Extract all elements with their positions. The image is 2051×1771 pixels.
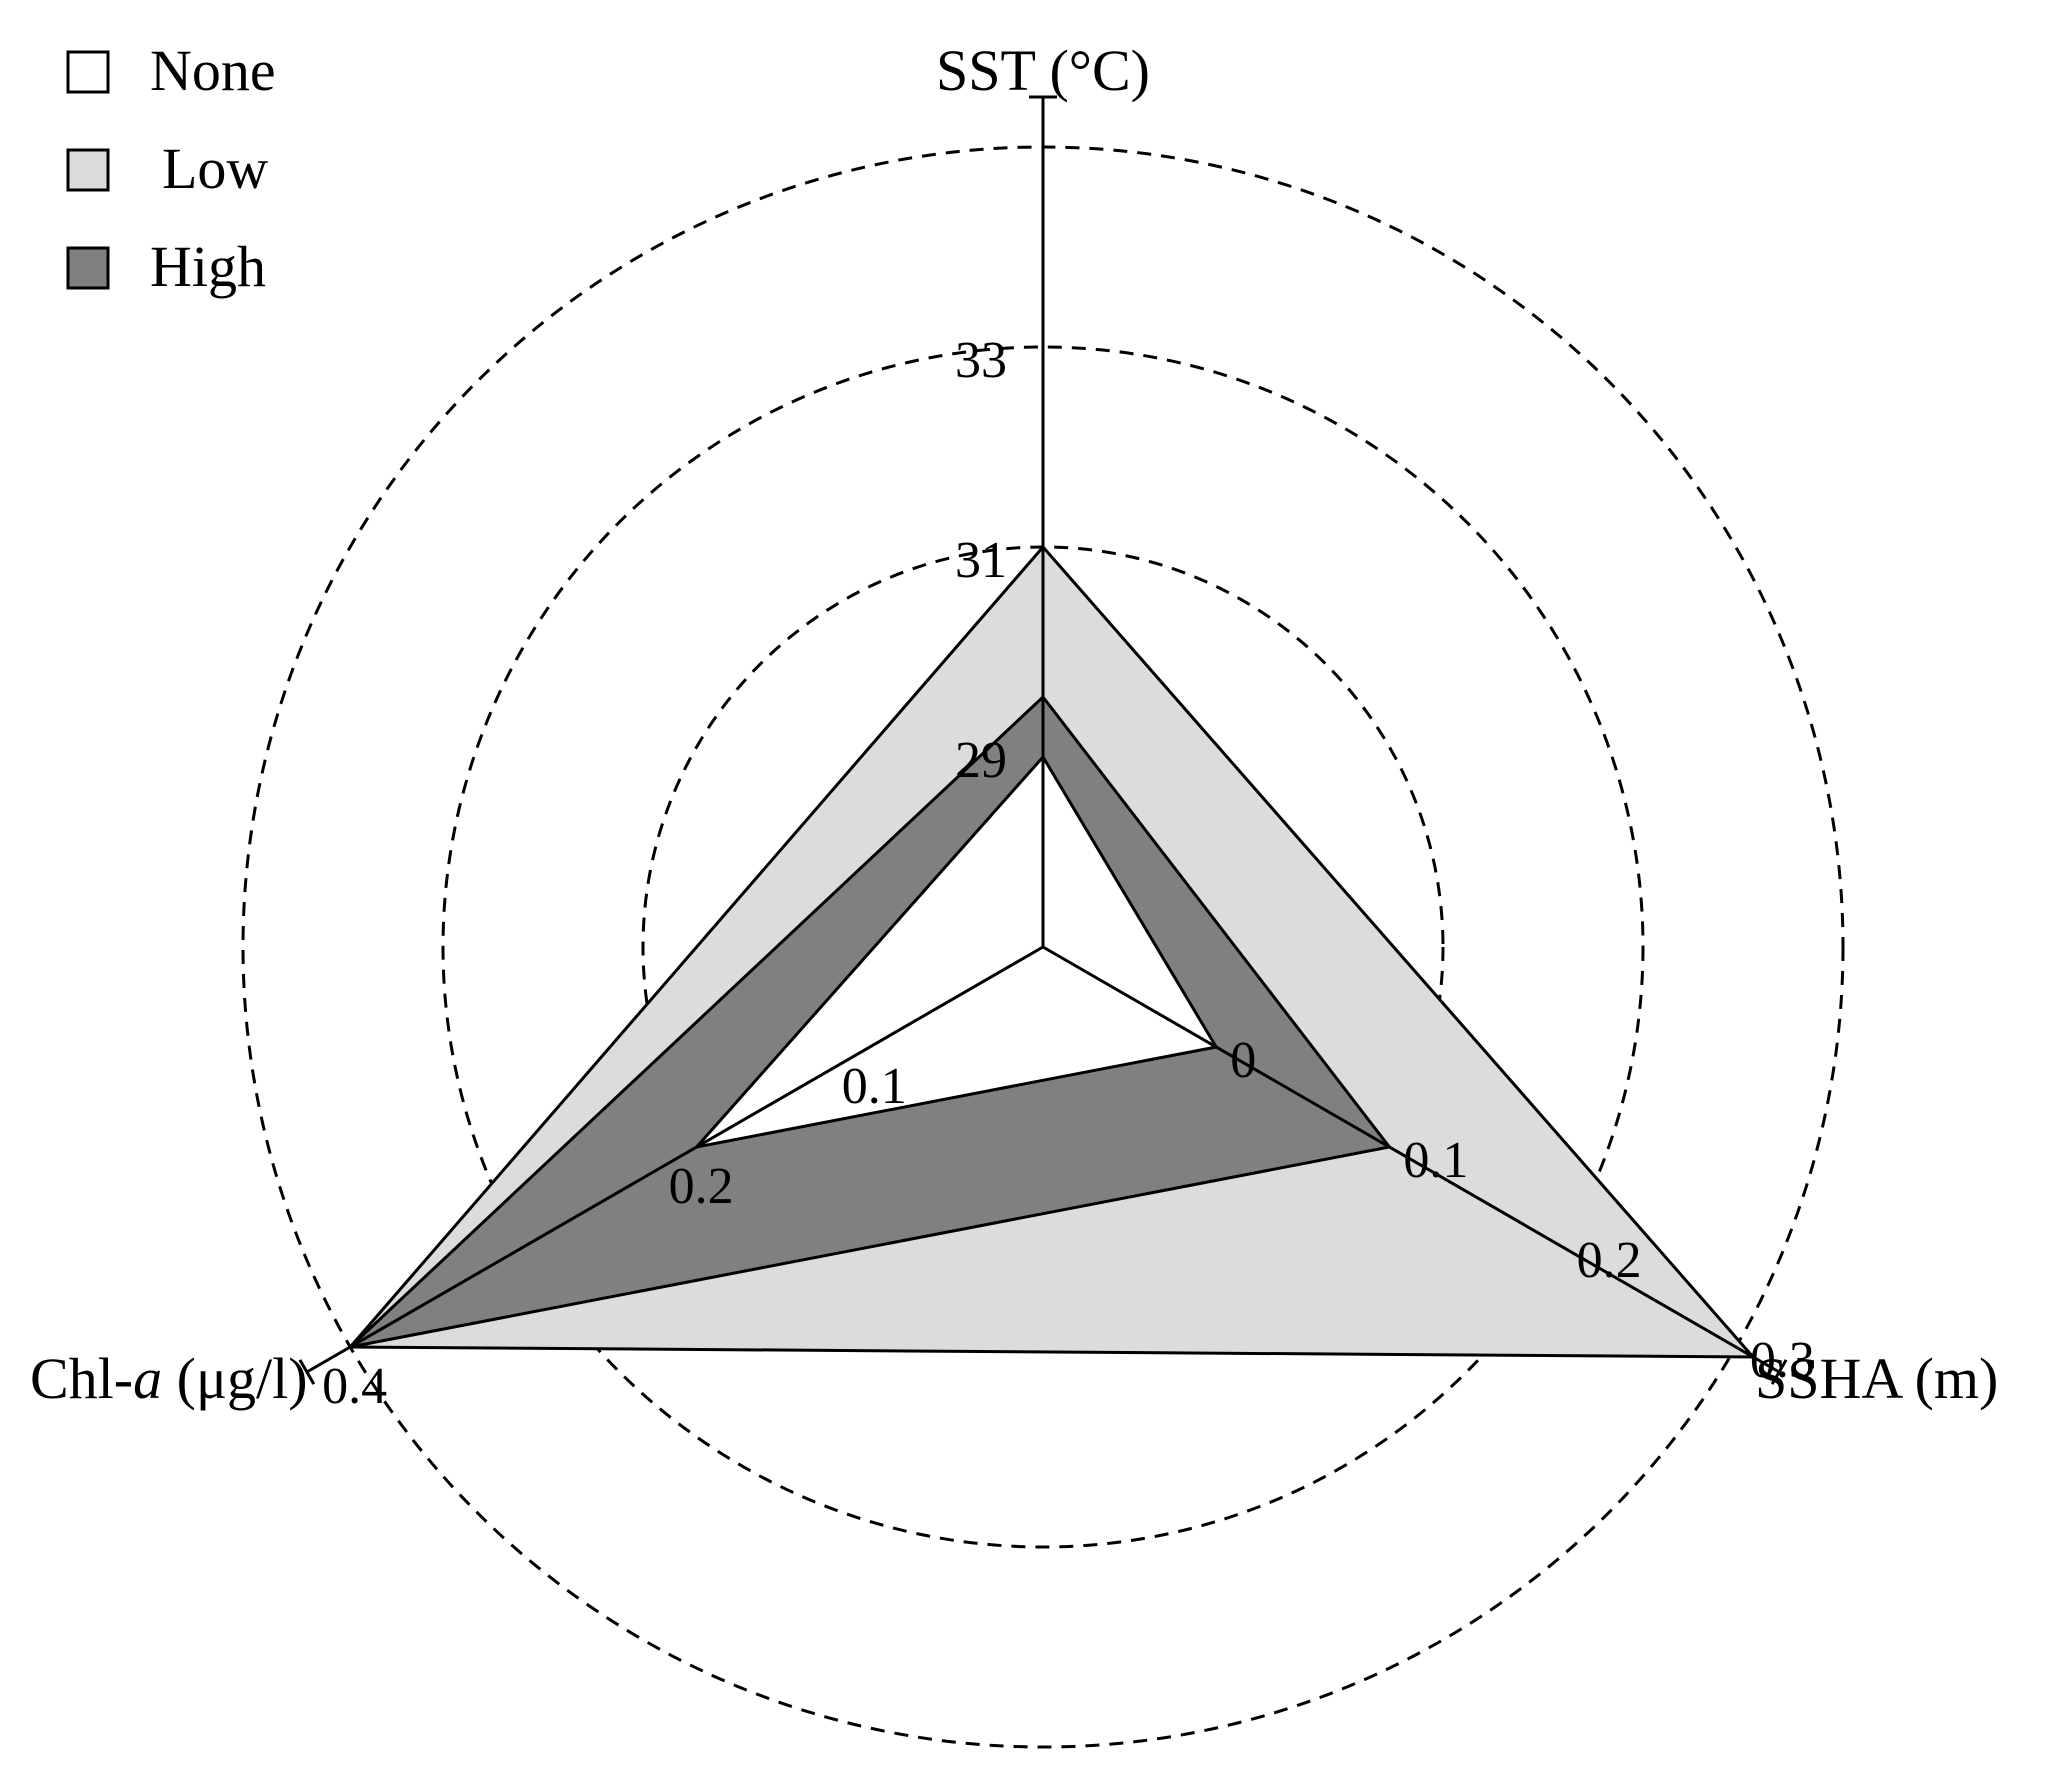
tick-label-ssha-2: 0.2: [1577, 1232, 1642, 1289]
tick-label-sst-2: 33: [955, 332, 1007, 389]
axis-line-ssha: [1042, 945, 1780, 1374]
legend-label-none: None: [150, 38, 276, 103]
legend-swatch-none: [66, 50, 110, 94]
tick-labels: 29 31 33 0 0.1 0.2 0.3 0.1 0.2 0.4: [322, 332, 1815, 1415]
tick-label-chl-2: 0.4: [322, 1358, 387, 1415]
tick-label-ssha-1: 0.1: [1403, 1132, 1468, 1189]
axis-title-ssha: SSHA (m): [1755, 1346, 1998, 1411]
legend-label-high: High: [150, 234, 266, 299]
axis-title-sst: SST (°C): [936, 38, 1150, 103]
tick-label-chl-1: 0.2: [669, 1158, 734, 1215]
tick-label-ssha-3: 0.3: [1750, 1332, 1815, 1389]
grid-circle-3: [441, 345, 1645, 1549]
axis-cap-ssha: [1770, 1359, 1788, 1385]
series-none-polygon: [692, 754, 1219, 1150]
tick-label-sst-0: 29: [955, 732, 1007, 789]
axis-titles: SST (°C) SSHA (m) Chl-a (μg/l): [30, 38, 1998, 1411]
axis-line-chl: [306, 945, 1044, 1374]
axis-cap-chl: [298, 1359, 316, 1385]
legend-swatch-low: [66, 148, 110, 192]
legend-swatch-high: [66, 246, 110, 290]
tick-label-chl-0: 0.1: [842, 1058, 907, 1115]
legend-label-low: Low: [162, 136, 268, 201]
tick-label-ssha-0: 0: [1230, 1032, 1256, 1089]
axis-title-chl: Chl-a (μg/l): [30, 1346, 308, 1411]
tick-label-sst-1: 31: [955, 532, 1007, 589]
axis-lines: [298, 95, 1788, 1385]
